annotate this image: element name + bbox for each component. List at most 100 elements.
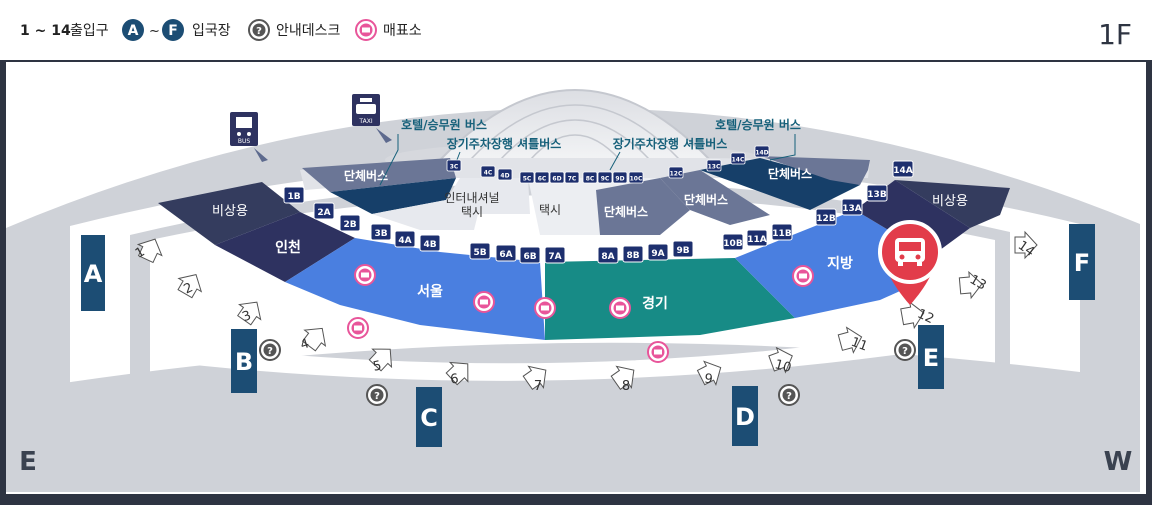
svg-text:14D: 14D bbox=[755, 150, 768, 157]
bus-stop-6a: 6A bbox=[495, 244, 517, 262]
bus-stop-6d: 6D bbox=[549, 171, 565, 184]
ticket-offices bbox=[347, 264, 814, 363]
svg-text:B: B bbox=[235, 348, 253, 376]
svg-text:8C: 8C bbox=[586, 176, 595, 183]
legend-tilde: ~ bbox=[149, 24, 160, 39]
svg-text:4B: 4B bbox=[423, 240, 436, 250]
arrival-c: C bbox=[416, 387, 442, 447]
ticket-office-icon bbox=[792, 265, 814, 287]
info-desk-icon: ? bbox=[259, 339, 281, 361]
arrivals: A B C D E F bbox=[81, 224, 1095, 447]
svg-text:6: 6 bbox=[449, 372, 459, 388]
zone-group-bus-center-label: 단체버스 bbox=[604, 204, 648, 219]
svg-text:12: 12 bbox=[915, 307, 936, 328]
svg-text:11A: 11A bbox=[747, 235, 767, 245]
legend-arrival-to: F bbox=[168, 23, 178, 39]
bus-stop-2a: 2A bbox=[313, 202, 335, 220]
zone-group-bus-center-bg bbox=[596, 178, 690, 235]
bus-stop-9c: 9C bbox=[597, 171, 613, 184]
bus-stop-8c: 8C bbox=[582, 171, 598, 184]
bus-icon-label: BUS bbox=[238, 138, 251, 145]
svg-text:5B: 5B bbox=[473, 248, 486, 258]
legend: 1 ~ 14 출입구 A ~ F 입국장 ? 안내데스크 매표소 bbox=[20, 19, 422, 41]
svg-text:10: 10 bbox=[773, 357, 793, 376]
arrival-d: D bbox=[732, 386, 758, 446]
legend-arrival-label: 입국장 bbox=[192, 23, 231, 39]
info-desk-icon: ? bbox=[778, 384, 800, 406]
bus-stop-4c: 4C bbox=[480, 165, 496, 178]
bus-stop-7a: 7A bbox=[544, 246, 566, 264]
gate-6: 6 bbox=[445, 361, 469, 388]
legend-info-label: 안내데스크 bbox=[276, 23, 341, 39]
zone-seoul bbox=[285, 238, 545, 340]
bus-stop-14c: 14C bbox=[730, 152, 746, 165]
zone-emergency-right bbox=[895, 180, 1010, 228]
bus-stop-9b: 9B bbox=[672, 240, 694, 258]
gate-11: 11 bbox=[837, 326, 870, 355]
taxi-icon: TAXI bbox=[352, 94, 392, 143]
svg-text:9B: 9B bbox=[676, 246, 689, 256]
floor-indicator: 1F bbox=[1098, 18, 1132, 51]
zone-group-bus-mid-label: 단체버스 bbox=[684, 192, 728, 207]
bus-stop-11a: 11A bbox=[746, 229, 768, 247]
gate-4: 4 bbox=[299, 327, 327, 353]
ticket-office-icon bbox=[347, 317, 369, 339]
label-shuttle-left: 장기주차장행 셔틀버스 bbox=[447, 136, 562, 151]
lower-walkway bbox=[6, 342, 1140, 492]
svg-text:?: ? bbox=[267, 346, 273, 357]
svg-text:9A: 9A bbox=[651, 249, 664, 259]
svg-text:8A: 8A bbox=[601, 252, 614, 262]
info-desk-icon: ? bbox=[366, 384, 388, 406]
zone-group-bus-right-label: 단체버스 bbox=[768, 166, 812, 181]
gate-3: 3 bbox=[237, 301, 262, 326]
bus-stop-8b: 8B bbox=[622, 245, 644, 263]
compass-west: W bbox=[1104, 447, 1133, 477]
svg-text:?: ? bbox=[786, 391, 792, 402]
ticket-office-icon bbox=[534, 297, 556, 319]
zone-strip-left bbox=[330, 178, 456, 214]
bus-stop-1b: 1B bbox=[283, 186, 305, 204]
bus-stop-8a: 8A bbox=[597, 246, 619, 264]
ticket-office-icon bbox=[609, 297, 631, 319]
bus-icon: BUS bbox=[230, 112, 268, 162]
arrival-f: F bbox=[1069, 224, 1095, 300]
zone-intercity-taxi-bg bbox=[372, 178, 530, 230]
legend-arrival-from-icon bbox=[122, 19, 144, 41]
zone-emergency-right-label: 비상용 bbox=[932, 194, 968, 209]
bus-stop-6b: 6B bbox=[519, 246, 541, 264]
zone-group-bus-right-bg bbox=[760, 156, 870, 185]
label-shuttle-right: 장기주차장행 셔틀버스 bbox=[613, 136, 728, 151]
svg-text:13: 13 bbox=[967, 272, 989, 293]
svg-text:13A: 13A bbox=[842, 204, 862, 214]
svg-text:14C: 14C bbox=[732, 157, 745, 164]
svg-text:4C: 4C bbox=[484, 170, 493, 177]
zone-emergency-left bbox=[158, 182, 300, 245]
svg-text:9D: 9D bbox=[615, 176, 624, 183]
svg-text:2A: 2A bbox=[317, 208, 330, 218]
svg-text:5C: 5C bbox=[523, 176, 532, 183]
zone-group-bus-left-label: 단체버스 bbox=[344, 168, 388, 183]
gate-12: 12 bbox=[900, 301, 936, 330]
zone-taxi-label: 택시 bbox=[539, 203, 561, 217]
svg-text:1B: 1B bbox=[287, 192, 300, 202]
svg-text:4D: 4D bbox=[500, 173, 509, 180]
info-desk-icon: ? bbox=[894, 339, 916, 361]
zone-incheon bbox=[215, 212, 355, 282]
bus-stop-13a: 13A bbox=[841, 198, 863, 216]
arrival-a: A bbox=[81, 235, 105, 311]
gate-13: 13 bbox=[958, 270, 989, 300]
svg-text:3B: 3B bbox=[374, 229, 387, 239]
zone-incheon-label: 인천 bbox=[275, 239, 301, 256]
bus-stop-14a: 14A bbox=[892, 160, 914, 178]
arrival-e: E bbox=[918, 325, 944, 389]
svg-text:14A: 14A bbox=[893, 166, 913, 176]
zone-seoul-label: 서울 bbox=[417, 283, 443, 300]
zone-group-bus-left-bg bbox=[302, 158, 456, 192]
svg-text:8B: 8B bbox=[626, 251, 639, 261]
bus-stop-13c: 13C bbox=[706, 159, 722, 172]
location-pin-icon bbox=[878, 220, 942, 305]
svg-text:?: ? bbox=[374, 391, 380, 402]
